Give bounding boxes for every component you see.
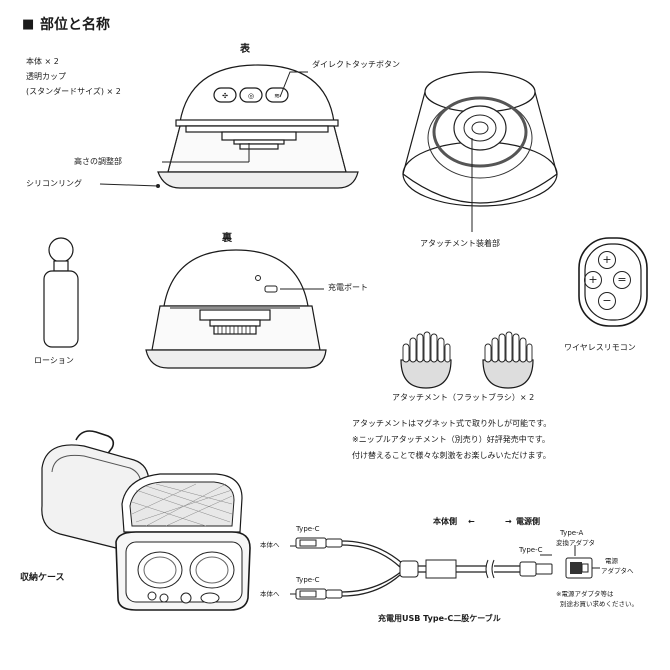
label-power-side: 電源側 xyxy=(516,517,540,526)
flat-brush-left xyxy=(400,331,452,389)
label-storage-case: 収納ケース xyxy=(20,573,65,583)
arrow-body-side: ← xyxy=(468,517,475,526)
storage-case xyxy=(41,430,251,611)
remote-button-plus-top: + xyxy=(598,251,616,269)
contents-line-body: 本体 × 2 xyxy=(26,57,59,66)
svg-text:✣: ✣ xyxy=(222,92,228,100)
back-view-title: 裏 xyxy=(222,233,232,244)
label-body-side: 本体側 xyxy=(433,517,457,526)
note-adapter-2: 別途お買い求めください。 xyxy=(560,600,638,608)
label-typec-top: Type-C xyxy=(296,525,320,533)
arrow-power-side: → xyxy=(505,517,512,526)
cup-view-device xyxy=(402,71,558,207)
svg-text:≋: ≋ xyxy=(274,92,280,100)
label-charge-port: 充電ポート xyxy=(328,283,368,292)
label-typea-adapter-sub: 変換アダプタ xyxy=(556,539,595,547)
note-nipple-attachment: ※ニップルアタッチメント（別売り）好評発売中です。 xyxy=(352,435,550,444)
flat-brush-right xyxy=(482,331,534,389)
label-to-body-bottom: 本体へ xyxy=(260,590,280,598)
label-cable-caption: 充電用USB Type-C二股ケーブル xyxy=(378,614,501,623)
label-lotion: ローション xyxy=(34,356,74,365)
svg-text:◎: ◎ xyxy=(248,92,254,100)
note-magnetic: アタッチメントはマグネット式で取り外しが可能です。 xyxy=(352,419,552,428)
label-typea-adapter: Type-A xyxy=(560,529,584,537)
label-to-adapter-1: 電源 xyxy=(605,557,618,565)
remote-button-plus-left: + xyxy=(584,271,602,289)
label-height-adjust: 高さの調整部 xyxy=(74,157,122,166)
label-typec-bottom: Type-C xyxy=(296,576,320,584)
heading-square: ■ xyxy=(22,17,35,32)
label-direct-touch-buttons: ダイレクトタッチボタン xyxy=(312,60,400,69)
label-silicone-ring: シリコンリング xyxy=(26,179,82,188)
remote-button-minus: − xyxy=(598,292,616,310)
label-wireless-remote: ワイヤレスリモコン xyxy=(564,343,636,352)
lotion-bottle xyxy=(43,237,79,348)
contents-line-cup: 透明カップ xyxy=(26,72,66,81)
label-to-adapter-2: アダプタへ xyxy=(601,567,634,575)
back-view-device xyxy=(145,249,327,369)
front-view-title: 表 xyxy=(240,44,250,55)
contents-line-cup-size: (スタンダードサイズ) × 2 xyxy=(26,87,121,96)
label-typec-right: Type-C xyxy=(519,546,543,554)
label-to-body-top: 本体へ xyxy=(260,541,280,549)
label-flat-brush: アタッチメント（フラットブラシ）× 2 xyxy=(392,393,535,402)
remote-button-mode: = xyxy=(613,271,631,289)
front-view-device: ✣ ◎ ≋ xyxy=(157,64,359,189)
note-stimulation: 付け替えることで様々な刺激をお楽しみいただけます。 xyxy=(352,451,551,460)
label-attachment-mount: アタッチメント装着部 xyxy=(420,239,500,248)
note-adapter-1: ※電源アダプタ等は xyxy=(556,590,614,598)
page-title: 部位と名称 xyxy=(40,17,110,33)
